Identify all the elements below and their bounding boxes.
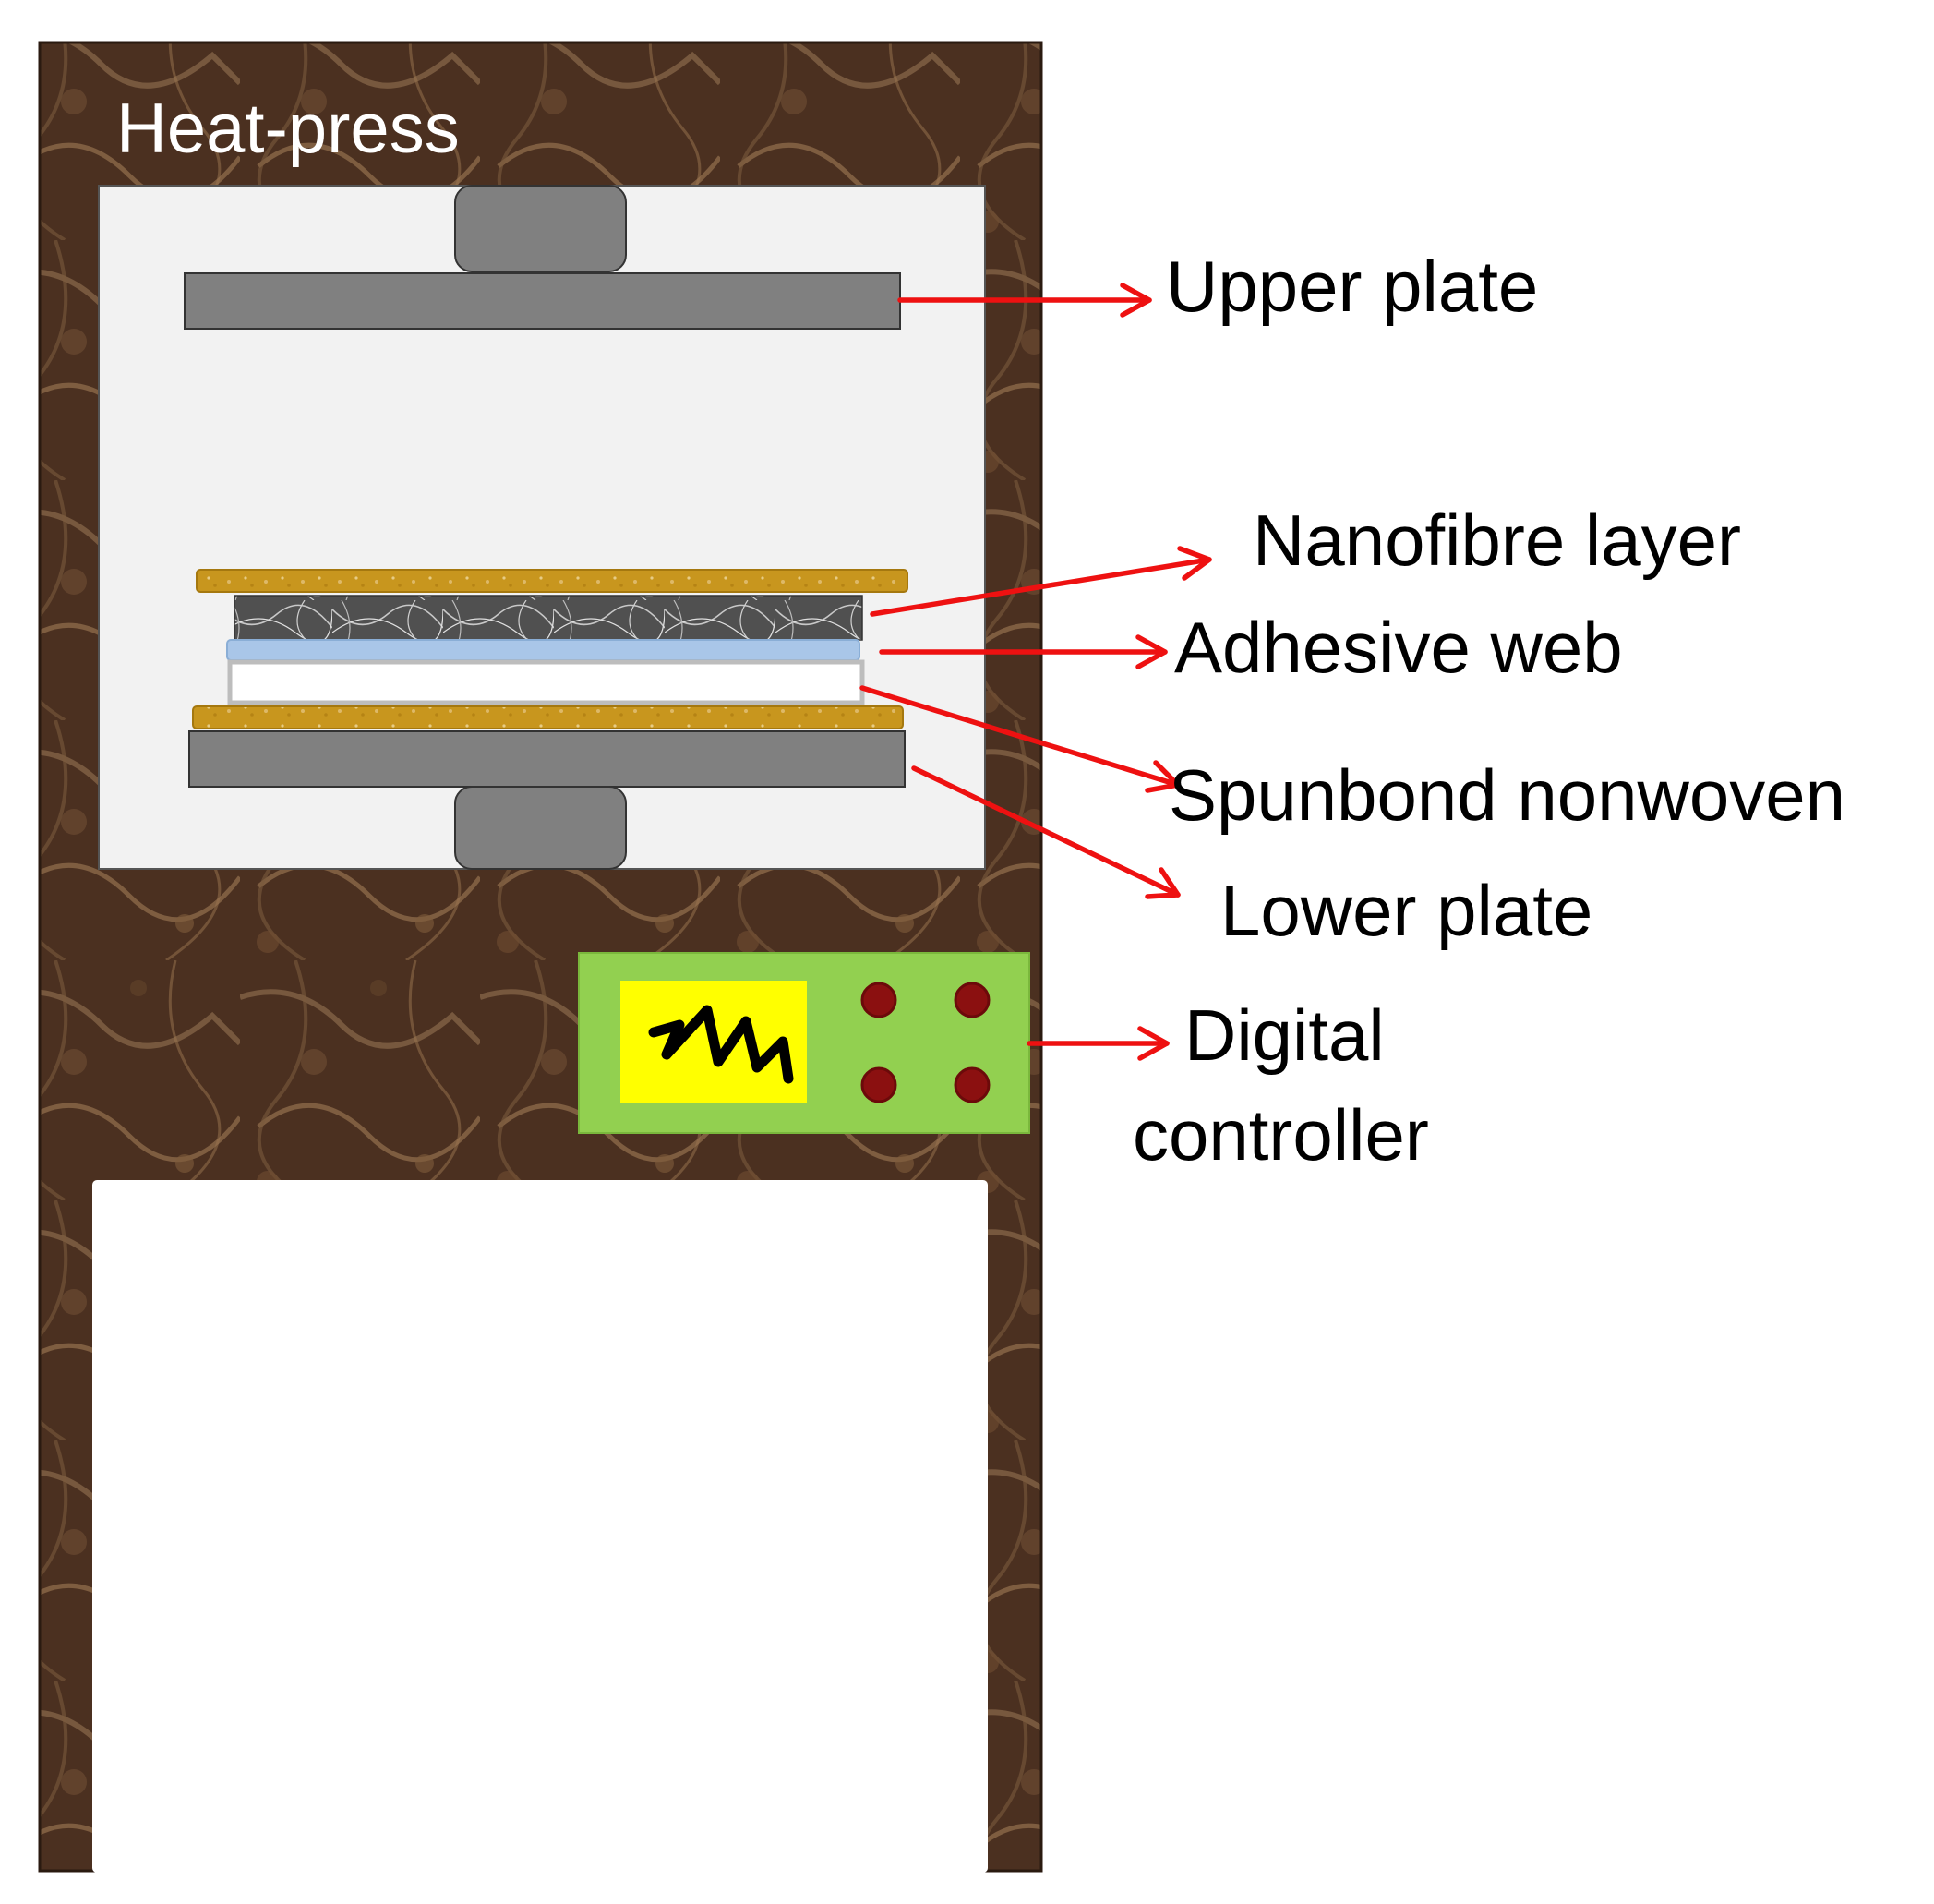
- label-lower-plate: Lower plate: [1220, 870, 1592, 951]
- upper-plate: [184, 272, 901, 330]
- digital-controller-arrow: [1027, 1026, 1170, 1061]
- upper-plate-arrow: [897, 283, 1152, 318]
- lower-plate: [188, 730, 906, 788]
- lower-felt: [192, 705, 904, 729]
- controller-knob-4[interactable]: [954, 1066, 991, 1103]
- label-digital-controller-line2: controller: [1133, 1094, 1429, 1175]
- controller-knob-3[interactable]: [860, 1066, 897, 1103]
- label-upper-plate: Upper plate: [1166, 246, 1538, 327]
- label-adhesive-web: Adhesive web: [1174, 607, 1623, 688]
- nanofibre-layer: [234, 595, 863, 641]
- label-digital-controller-line1: Digital: [1184, 994, 1385, 1076]
- adhesive-web-arrow: [879, 634, 1168, 669]
- spunbond-nonwoven: [227, 659, 865, 705]
- controller-knob-2[interactable]: [954, 982, 991, 1018]
- upper-piston: [454, 185, 627, 272]
- label-spunbond-nonwoven: Spunbond nonwoven: [1169, 754, 1845, 836]
- cabinet-opening: [92, 1180, 988, 1873]
- adhesive-web: [226, 639, 860, 661]
- diagram-title: Heat-press: [116, 90, 460, 168]
- label-nanofibre-layer: Nanofibre layer: [1253, 500, 1741, 581]
- controller-knob-1[interactable]: [860, 982, 897, 1018]
- lower-piston: [454, 786, 627, 870]
- nanofibre-layer-arrow: [870, 546, 1212, 617]
- spunbond-nonwoven-arrow: [859, 685, 1181, 793]
- zigzag-heat-icon: [648, 1005, 794, 1084]
- lower-plate-arrow: [911, 765, 1181, 899]
- upper-felt: [196, 569, 908, 593]
